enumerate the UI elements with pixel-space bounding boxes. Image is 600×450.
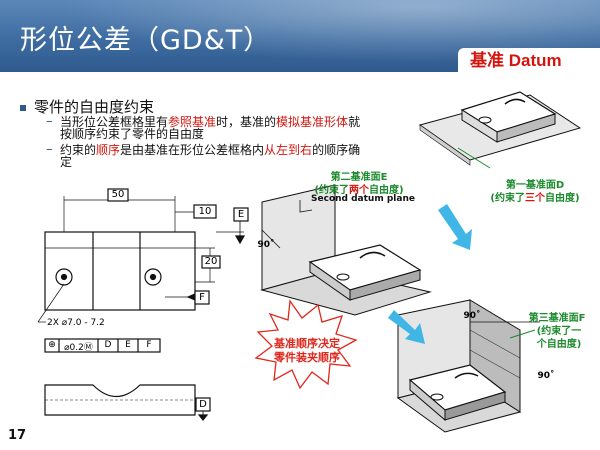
datum-d-label: D	[199, 399, 207, 410]
text-fragment: 的顺序确	[312, 143, 361, 157]
datum-e-label: E	[237, 209, 245, 220]
bullet-heading: 零件的自由度约束	[20, 96, 154, 117]
third-datum-desc-1: (约束了一	[536, 326, 582, 337]
text-fragment: 时，基准的	[216, 115, 277, 129]
text-fragment: 就	[348, 115, 361, 129]
second-datum-title: 第二基准面E	[330, 172, 388, 183]
burst-text-1: 基准顺序决定	[274, 337, 340, 350]
callout-leaders	[457, 147, 536, 339]
slide-header: 形位公差（GD&T）	[0, 0, 600, 72]
third-datum-desc-2: 个自由度)	[536, 339, 582, 350]
text-fragment: (约束了	[490, 193, 525, 204]
burst-shape	[254, 299, 358, 390]
iso-first-datum	[418, 91, 582, 166]
second-datum-desc: (约束了两个自由度)	[300, 181, 418, 196]
sub-bullet-1: 当形位公差框格里有参照基准时，基准的模拟基准形体就 按顺序约束了零件的自由度	[60, 116, 405, 140]
dim-20-label: 20	[204, 256, 218, 267]
highlight-text: 参照基准	[168, 115, 217, 129]
iso-second-datum	[260, 184, 432, 316]
text-fragment: 自由度)	[545, 193, 580, 204]
sub-bullet-2: 约束的顺序是由基准在形位公差框格内从左到右的顺序确 定	[60, 144, 405, 168]
slide-title: 形位公差（GD&T）	[20, 25, 272, 56]
fcf-datum-e: E	[125, 340, 131, 350]
text-fragment: 按顺序约束了零件的自由度	[60, 127, 205, 141]
page-number: 17	[8, 428, 27, 443]
datum-f-label: F	[199, 292, 205, 303]
fcf-tolerance: ⌀0.2Ⓜ	[64, 343, 93, 353]
flow-arrows	[388, 204, 472, 344]
text-fragment: 定	[60, 155, 73, 169]
text-fragment: 约束的	[60, 143, 97, 157]
highlight-text: 从左到右	[264, 143, 313, 157]
position-symbol-icon: ⊕	[48, 340, 56, 350]
second-datum-english: Second datum plane	[311, 194, 415, 204]
datum-tag: 基准 Datum	[458, 48, 600, 74]
angle-90-label: 90˚	[537, 371, 555, 381]
text-fragment: 当形位公差框格里有	[60, 115, 169, 129]
text-fragment: 自由度)	[369, 185, 404, 196]
highlight-text: 三个	[525, 193, 545, 204]
dash-bullet-2: –	[46, 142, 53, 157]
first-datum-desc: (约束了三个自由度)	[476, 189, 594, 204]
text-fragment: 是由基准在形位公差框格内	[120, 143, 265, 157]
dim-50-label: 50	[111, 189, 125, 200]
burst-text-2: 零件装夹顺序	[274, 351, 340, 364]
text-fragment: (约束了	[314, 185, 349, 196]
square-bullet-icon	[20, 104, 26, 111]
first-datum-title: 第一基准面D	[505, 180, 565, 191]
iso-third-datum	[396, 299, 540, 433]
bullet-text: 零件的自由度约束	[34, 98, 155, 116]
highlight-text: 两个	[349, 185, 369, 196]
dash-bullet-1: –	[46, 114, 53, 129]
fcf-datum-f: F	[146, 340, 152, 350]
front-view	[37, 188, 249, 421]
third-datum-title: 第三基准面F	[528, 313, 586, 324]
hole-spec-label: 2X ⌀7.0 - 7.2	[47, 318, 105, 328]
fcf-datum-d: D	[104, 340, 112, 350]
angle-90-label: 90˚	[463, 311, 481, 321]
dim-10-label: 10	[198, 206, 212, 217]
highlight-text: 模拟基准形体	[276, 115, 349, 129]
highlight-text: 顺序	[96, 143, 121, 157]
angle-90-label: 90˚	[257, 240, 275, 250]
